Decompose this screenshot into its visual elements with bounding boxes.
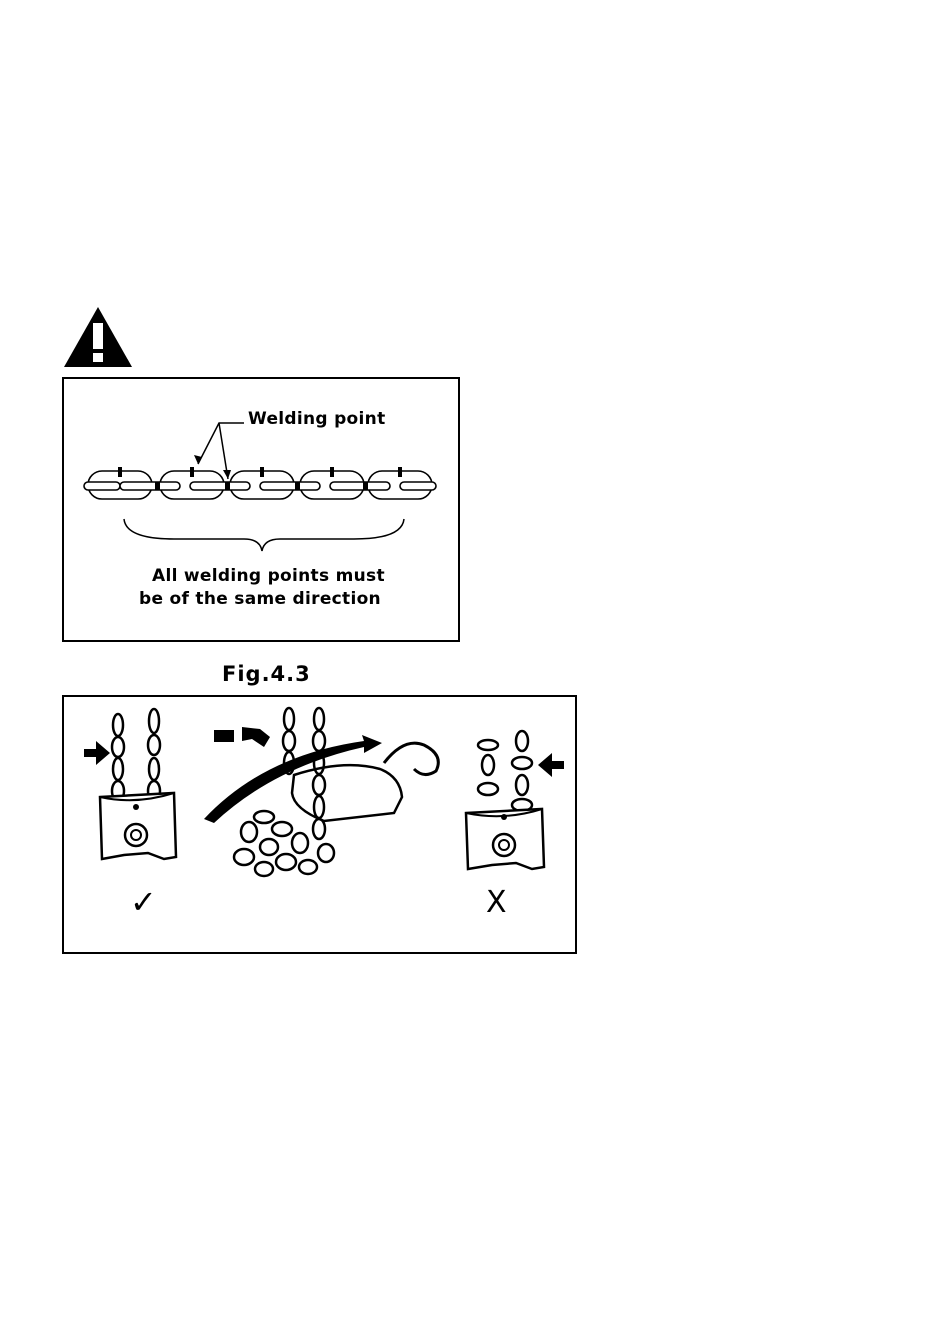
welding-note-line1: All welding points must <box>152 566 385 586</box>
welding-note-line2: be of the same direction <box>139 589 381 609</box>
arrow-right-icon <box>84 741 110 765</box>
wrong-cross-icon: X <box>486 885 507 920</box>
chain-hoist-panel: ✓ X <box>62 695 577 954</box>
arrow-left-icon <box>538 753 564 777</box>
arrow-right-icon <box>214 727 270 747</box>
figure-caption: Fig.4.3 <box>222 662 311 686</box>
warning-triangle-icon <box>62 305 134 369</box>
correct-checkmark-icon: ✓ <box>130 883 157 921</box>
welding-diagram-panel: Welding point <box>62 377 460 642</box>
